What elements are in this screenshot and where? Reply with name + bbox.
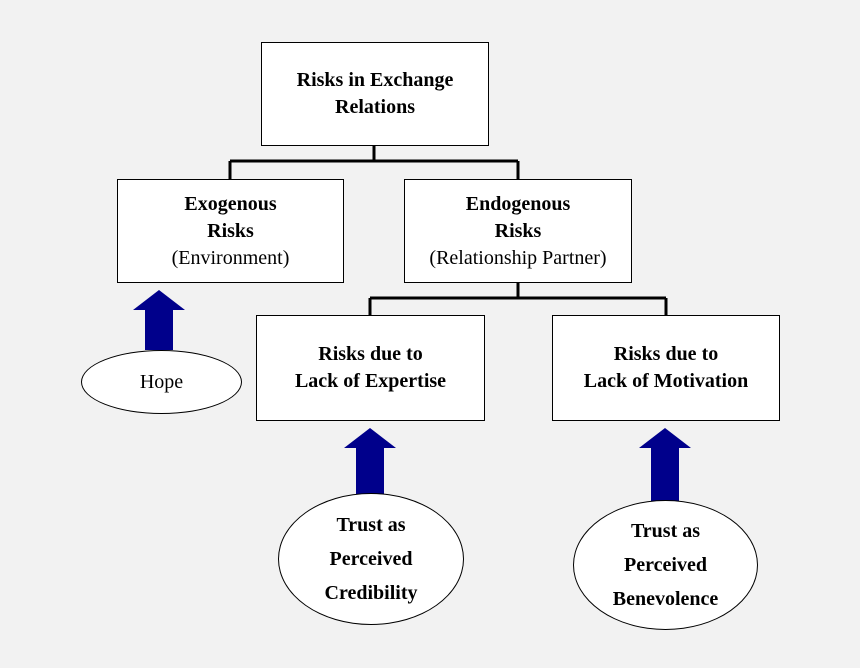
node-label: Risks due to [613, 343, 719, 365]
node-lack-of-motivation: Risks due to Lack of Motivation [552, 315, 780, 421]
node-label: Risks [207, 219, 254, 242]
node-exogenous-risks: Exogenous Risks (Environment) [117, 179, 344, 283]
node-label: Relations [335, 96, 415, 118]
up-arrow-icon [133, 290, 185, 350]
ellipse-hope: Hope [81, 350, 242, 414]
tree-connector-root [228, 146, 520, 179]
ellipse-label: Credibility [324, 582, 418, 604]
tree-connector-endogenous [368, 283, 668, 315]
up-arrow-icon [344, 428, 396, 495]
node-risks-in-exchange-relations: Risks in Exchange Relations [261, 42, 489, 146]
node-label: Lack of Motivation [583, 370, 749, 392]
node-label: Lack of Expertise [294, 370, 447, 392]
ellipse-trust-credibility: Trust as Perceived Credibility [278, 493, 464, 625]
ellipse-label: Trust as [336, 514, 406, 536]
ellipse-label: Trust as [630, 520, 701, 542]
node-sublabel: (Relationship Partner) [429, 246, 607, 269]
node-label: Risks due to [318, 343, 423, 365]
ellipse-label: Perceived [329, 548, 413, 570]
node-lack-of-expertise: Risks due to Lack of Expertise [256, 315, 485, 421]
node-label: Risks [494, 219, 542, 242]
ellipse-label: Perceived [624, 554, 707, 576]
node-label: Exogenous [184, 192, 277, 215]
node-label: Risks in Exchange [296, 69, 454, 91]
up-arrow-icon [639, 428, 691, 502]
ellipse-label: Benevolence [612, 588, 719, 610]
node-label: Endogenous [465, 192, 571, 215]
ellipse-trust-benevolence: Trust as Perceived Benevolence [573, 500, 758, 630]
node-endogenous-risks: Endogenous Risks (Relationship Partner) [404, 179, 632, 283]
node-sublabel: (Environment) [171, 246, 290, 269]
ellipse-label: Hope [139, 371, 184, 393]
